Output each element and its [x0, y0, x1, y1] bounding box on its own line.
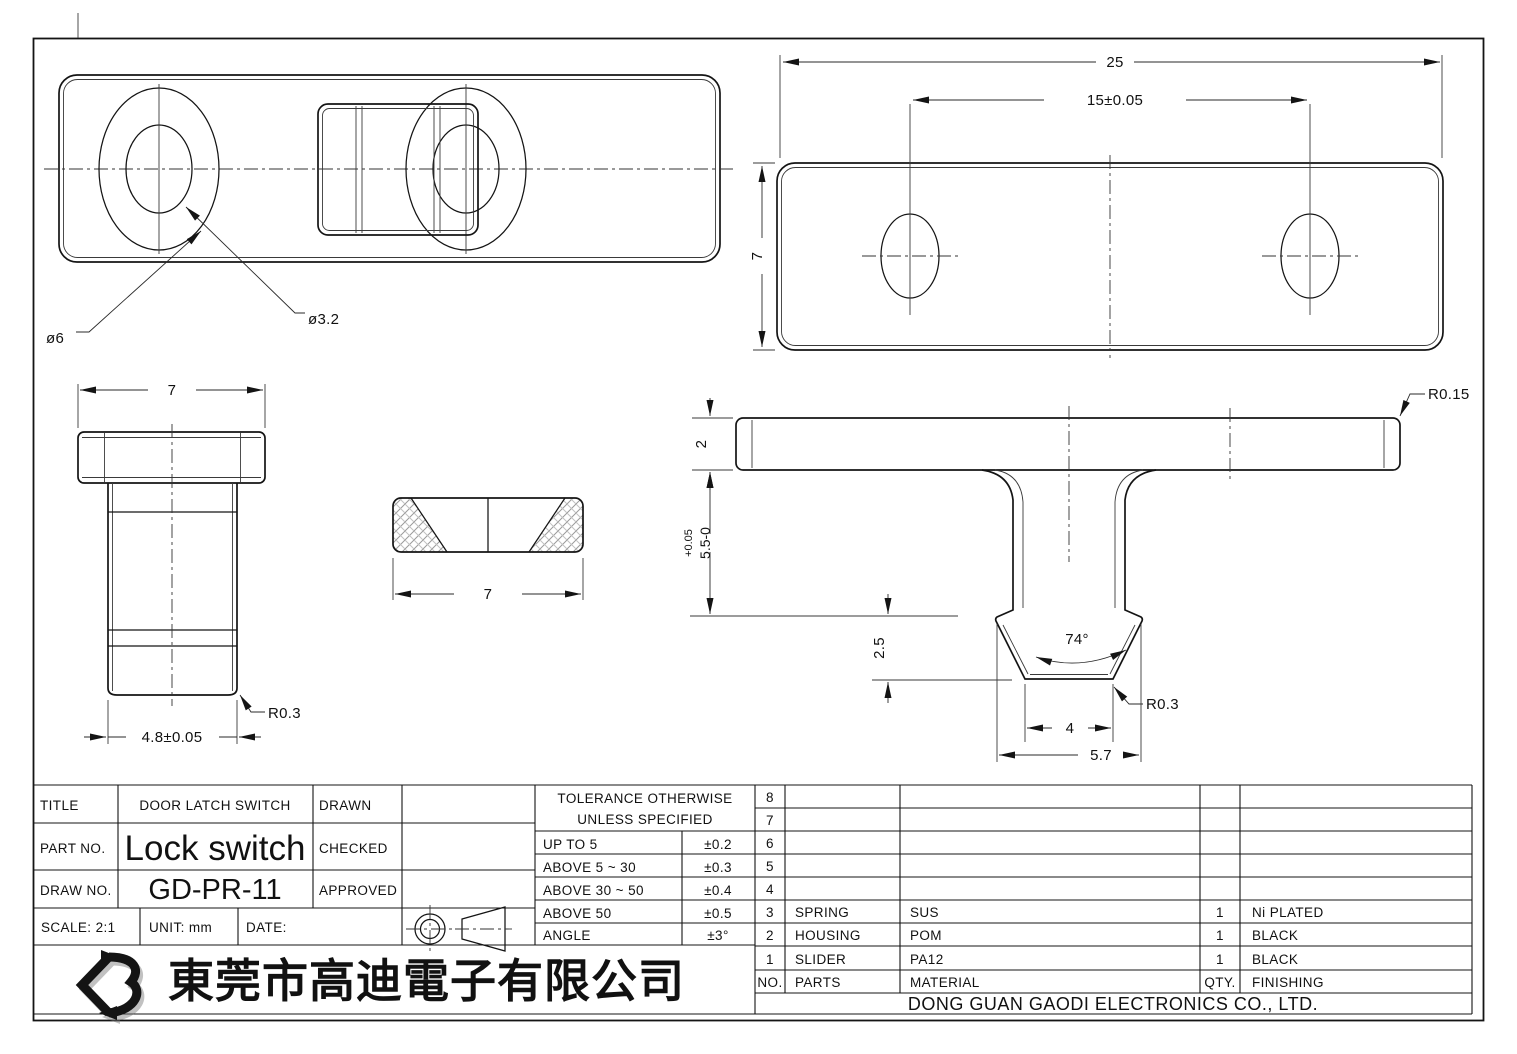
insert-section-view: 7 — [392, 497, 584, 603]
tol-value: ±3° — [707, 928, 729, 943]
tol-value: ±0.5 — [704, 906, 732, 921]
header-no: NO. — [757, 975, 782, 990]
dim-base-width: 4.8±0.05 — [142, 729, 203, 746]
header-material: MATERIAL — [910, 975, 980, 990]
part-qty: 1 — [1216, 928, 1224, 943]
drawn-label: DRAWN — [319, 798, 372, 813]
company-logo — [75, 950, 145, 1024]
draw-no-value: GD-PR-11 — [148, 874, 281, 906]
hatch-right — [529, 498, 583, 552]
header-parts: PARTS — [795, 975, 841, 990]
part-no-label: PART NO. — [40, 841, 105, 856]
dim-section-fillet: R0.3 — [1146, 696, 1179, 713]
part-no-value: Lock switch — [125, 829, 306, 868]
title-block: TITLE DOOR LATCH SWITCH DRAWN PART NO. L… — [33, 784, 1473, 1015]
header-finishing: FINISHING — [1252, 975, 1324, 990]
dim-height-tol: +0.05 — [683, 529, 695, 557]
tol-value: ±0.3 — [704, 860, 732, 875]
dim-insert-width: 7 — [484, 586, 493, 603]
dim-depth: 2.5 — [871, 637, 888, 659]
draw-no-label: DRAW NO. — [40, 883, 112, 898]
parts-table: 8 7 6 5 4 3 SPRING SUS 1 Ni PLATED 2 HOU… — [755, 785, 1472, 1014]
dim-dia3-2: ø3.2 — [308, 311, 339, 328]
parts-row: 2 HOUSING POM 1 BLACK — [766, 928, 1298, 943]
tol-range: ABOVE 30 ~ 50 — [543, 883, 644, 898]
dim-angle: 74° — [1065, 631, 1089, 648]
title-value: DOOR LATCH SWITCH — [139, 798, 290, 813]
plate-top-view: 25 15±0.05 7 — [749, 54, 1444, 358]
header-qty: QTY. — [1204, 975, 1235, 990]
parts-row: 1 SLIDER PA12 1 BLACK — [766, 952, 1298, 967]
part-no: 6 — [766, 836, 774, 851]
parts-row: 4 — [766, 882, 774, 897]
part-finishing: Ni PLATED — [1252, 905, 1324, 920]
tolerance-table: TOLERANCE OTHERWISE UNLESS SPECIFIED UP … — [543, 791, 732, 943]
dim-plate-width: 25 — [1106, 54, 1123, 71]
part-no: 5 — [766, 859, 774, 874]
tol-range: ANGLE — [543, 928, 591, 943]
company-row: 東莞市高迪電子有限公司 — [75, 950, 685, 1024]
page-border — [32, 13, 1485, 1022]
part-no: 7 — [766, 813, 774, 828]
unit-label: UNIT: mm — [149, 920, 212, 935]
part-no: 1 — [766, 952, 774, 967]
dim-height: 5.5-0 — [697, 527, 713, 559]
tol-range: ABOVE 5 ~ 30 — [543, 860, 636, 875]
tolerance-header-2: UNLESS SPECIFIED — [577, 812, 712, 827]
slider-side-view: 7 4.8±0.05 R0.3 — [77, 382, 301, 746]
part-no: 2 — [766, 928, 774, 943]
parts-row: 3 SPRING SUS 1 Ni PLATED — [766, 905, 1324, 920]
part-name: SLIDER — [795, 952, 846, 967]
checked-label: CHECKED — [319, 841, 388, 856]
dim-tip-width: 4 — [1066, 720, 1075, 737]
slider-section-view: 2 +0.05 5.5-0 2.5 74° R0.3 R0.15 4 5.7 — [683, 386, 1470, 764]
tolerance-header-1: TOLERANCE OTHERWISE — [557, 791, 732, 806]
company-name-en: DONG GUAN GAODI ELECTRONICS CO., LTD. — [908, 994, 1318, 1014]
tol-range: ABOVE 50 — [543, 906, 612, 921]
front-view: ø6 ø3.2 — [44, 74, 734, 347]
part-finishing: BLACK — [1252, 928, 1298, 943]
dim-thickness: 2 — [693, 440, 710, 449]
title-label: TITLE — [40, 798, 79, 813]
parts-row: 8 — [766, 790, 774, 805]
part-no: 4 — [766, 882, 774, 897]
dim-dia6: ø6 — [46, 330, 64, 347]
part-qty: 1 — [1216, 905, 1224, 920]
projection-symbol — [406, 905, 512, 953]
parts-row: 5 — [766, 859, 774, 874]
dim-plate-height: 7 — [749, 252, 766, 261]
part-material: POM — [910, 928, 942, 943]
part-name: HOUSING — [795, 928, 861, 943]
company-name-cn: 東莞市高迪電子有限公司 — [168, 955, 685, 1007]
parts-header-row: NO. PARTS MATERIAL QTY. FINISHING — [757, 975, 1323, 990]
part-material: PA12 — [910, 952, 944, 967]
slider-knob — [317, 103, 479, 236]
parts-row: 6 — [766, 836, 774, 851]
dim-fillet-r03: R0.3 — [268, 705, 301, 722]
dim-flange-width: 5.7 — [1090, 747, 1112, 764]
parts-row: 7 — [766, 813, 774, 828]
part-qty: 1 — [1216, 952, 1224, 967]
hatch-left — [393, 498, 447, 552]
scale-label: SCALE: 2:1 — [41, 920, 116, 935]
dim-corner-radius: R0.15 — [1428, 386, 1470, 403]
part-no: 3 — [766, 905, 774, 920]
approved-label: APPROVED — [319, 883, 397, 898]
dim-head-width: 7 — [168, 382, 177, 399]
tol-range: UP TO 5 — [543, 837, 598, 852]
part-material: SUS — [910, 905, 939, 920]
date-label: DATE: — [246, 920, 287, 935]
part-no: 8 — [766, 790, 774, 805]
part-name: SPRING — [795, 905, 849, 920]
tol-value: ±0.2 — [704, 837, 732, 852]
tol-value: ±0.4 — [704, 883, 732, 898]
stem-profile — [981, 469, 1157, 680]
dim-hole-pitch: 15±0.05 — [1087, 92, 1143, 109]
part-finishing: BLACK — [1252, 952, 1298, 967]
